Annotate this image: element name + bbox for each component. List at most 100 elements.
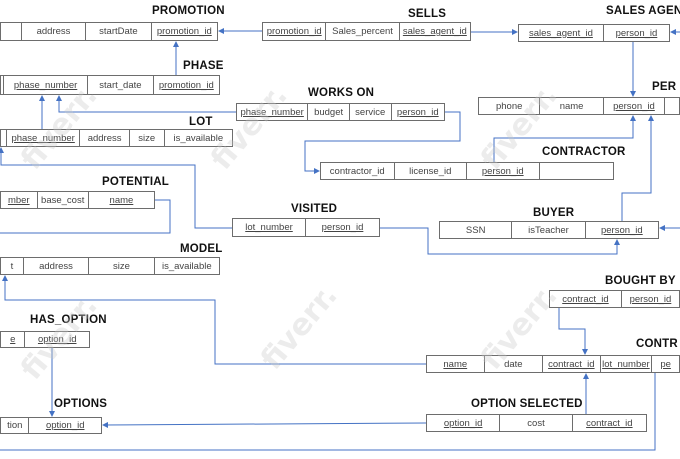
contractor-column-license-id[interactable]: license_id [395,163,467,179]
has-option-column-option-id[interactable]: option_id [37,334,77,345]
potential-column-base-cost[interactable]: base_cost [38,192,89,208]
bought-by-table[interactable]: contract_id person_id [549,290,680,308]
contract-column-pe[interactable]: pe [660,358,671,370]
model-table-title: MODEL [180,243,223,255]
works-on-column-phase-number[interactable]: phase_number [237,104,309,120]
lot-column-address[interactable]: address [80,130,130,146]
has-option-column-e[interactable]: e [1,332,26,347]
promotion-column-blank[interactable] [1,23,22,40]
option-selected-column-option-id[interactable]: option_id [427,415,501,431]
phase-column-phase-number[interactable]: phase_number [4,76,89,94]
person-table-title: PER [652,81,677,93]
has-option-table[interactable]: e option_id [0,331,90,348]
contractor-to-person-connector [493,115,636,162]
lot-column-blank[interactable] [1,130,7,146]
visited-column-person-id[interactable]: person_id [321,222,364,233]
works-on-column-budget[interactable]: budget [308,104,350,120]
model-column-is-available[interactable]: is_available [161,260,212,272]
lot-column-size[interactable]: size [130,130,165,146]
bought-by-column-contract-id[interactable]: contract_id [550,291,622,307]
phase-column-promotion-id[interactable]: promotion_id [158,79,214,91]
potential-column-mber[interactable]: mber [1,192,38,208]
option-selected-table-title: OPTION SELECTED [471,398,583,410]
person-column-name[interactable]: name [540,98,604,114]
works-on-table-title: WORKS ON [308,87,375,99]
options-column-option-id[interactable]: option_id [45,420,85,431]
sales-agent-column-sales-agent-id[interactable]: sales_agent_id [519,25,604,41]
promotion-column-startdate[interactable]: startDate [86,23,152,40]
contract-column-contract-id[interactable]: contract_id [543,356,601,372]
works-on-column-service[interactable]: service [350,104,392,120]
buyer-to-person-connector [621,115,654,221]
visited-to-buyer-connector [380,227,620,255]
works-on-to-phase-connector [56,95,236,113]
visited-table-title: VISITED [291,203,338,215]
contract-column-date[interactable]: date [485,356,544,372]
sells-column-sales-agent-id[interactable]: sales_agent_id [402,26,467,37]
visited-to-lot-connector [0,147,232,229]
option-selected-to-options-connector [102,421,427,428]
lot-table-title: LOT [189,116,213,128]
buyer-column-ssn[interactable]: SSN [440,222,513,238]
sales-agent-table[interactable]: sales_agent_id person_id [518,24,670,42]
contract-table-title: CONTR [636,338,678,350]
potential-link-connector [0,199,171,234]
options-table[interactable]: tion option_id [0,417,102,434]
lot-column-is-available[interactable]: is_available [173,132,224,144]
person-column-person-id[interactable]: person_id [604,98,666,114]
contract-column-lot-number[interactable]: lot_number [601,356,653,372]
phase-column-start-date[interactable]: start_date [88,76,154,94]
option-selected-column-contract-id[interactable]: contract_id [586,417,633,429]
person-column-blank[interactable] [665,98,679,114]
buyer-column-person-id[interactable]: person_id [600,224,643,236]
contractor-column-person-id[interactable]: person_id [467,163,540,179]
works-on-to-contractor-connector [304,111,461,174]
contractor-table-title: CONTRACTOR [542,146,626,158]
works-on-column-person-id[interactable]: person_id [396,106,439,118]
lot-column-phase-number[interactable]: phase_number [7,130,81,146]
promotion-table-title: PROMOTION [152,5,225,17]
options-column-tion[interactable]: tion [1,418,30,433]
model-column-t[interactable]: t [1,258,24,274]
contractor-column-blank[interactable] [540,163,613,179]
bought-by-column-person-id[interactable]: person_id [629,293,672,305]
buyer-table-title: BUYER [533,207,575,219]
bought-by-table-title: BOUGHT BY [605,275,676,287]
model-column-address[interactable]: address [24,258,90,274]
option-selected-column-cost[interactable]: cost [500,415,573,431]
potential-column-name[interactable]: name [109,194,134,206]
sells-table-title: SELLS [408,8,447,20]
phase-column-blank[interactable] [1,76,4,94]
potential-table-title: POTENTIAL [102,176,169,188]
buyer-column-isteacher[interactable]: isTeacher [512,222,586,238]
visited-column-lot-number[interactable]: lot_number [233,219,306,236]
visited-table[interactable]: lot_number person_id [232,218,380,237]
sells-column-sales-percent[interactable]: Sales_percent [326,23,400,40]
bought-by-to-contract-connector [558,308,588,355]
promotion-column-promotion-id[interactable]: promotion_id [156,26,212,37]
sales-agent-table-title: SALES AGENT [606,5,680,17]
contractor-column-contractor-id[interactable]: contractor_id [321,163,395,179]
contract-lot-link-connector [0,373,656,451]
person-column-phone[interactable]: phone [479,98,541,114]
contract-column-name[interactable]: name [427,356,485,372]
model-column-size[interactable]: size [89,258,155,274]
sells-column-promotion-id[interactable]: promotion_id [263,23,327,40]
sales-agent-column-person-id[interactable]: person_id [615,27,658,39]
has-option-table-title: HAS_OPTION [30,314,107,326]
promotion-column-address[interactable]: address [22,23,87,40]
